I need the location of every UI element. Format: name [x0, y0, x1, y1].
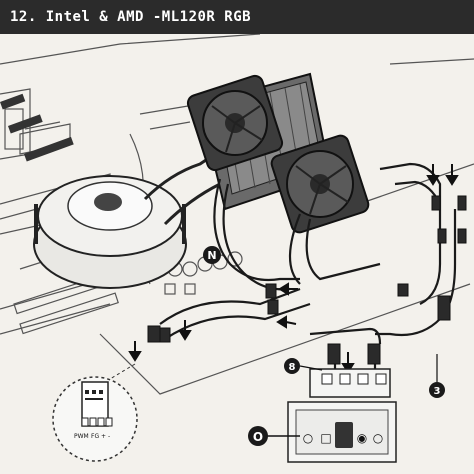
fan-icon	[270, 134, 370, 234]
callout-o-label: O	[253, 430, 263, 444]
left-arrow-icon	[276, 282, 298, 329]
hub-button-4: ○	[373, 431, 383, 445]
pin-label-pwm: PWM	[74, 433, 89, 440]
callout-n-label: N	[207, 249, 216, 262]
callout-8: 8	[284, 358, 323, 374]
cable-connectors	[147, 195, 467, 365]
expansion-slots	[0, 93, 74, 162]
fan-header-zoom: PWM FG + -	[52, 363, 138, 462]
fan-header-pins	[81, 417, 113, 427]
pin-label-plus: +	[101, 433, 106, 440]
pin-label-fg: FG	[91, 433, 99, 440]
hub-button-1: ○	[303, 431, 313, 445]
callout-o: O	[248, 426, 268, 446]
callout-8-label: 8	[289, 362, 296, 373]
fan-icon	[186, 74, 284, 172]
down-arrow-icon	[128, 164, 459, 374]
page-title-bar: 12. Intel & AMD -ML120R RGB	[0, 0, 474, 34]
hub-button-2: □	[320, 431, 331, 445]
hub-button-3: ◉	[357, 431, 367, 445]
pump-icon	[33, 175, 187, 289]
callout-3-label: 3	[434, 386, 441, 397]
callout-3: 3	[429, 354, 445, 398]
callout-n: N	[203, 246, 221, 264]
pin-label-minus: -	[108, 433, 110, 440]
page-title: 12. Intel & AMD -ML120R RGB	[10, 9, 252, 25]
installation-diagram: PWM FG + - ○ □ ◉ ○	[0, 34, 474, 463]
rgb-hub-icon: ○ □ ◉ ○	[267, 368, 397, 463]
